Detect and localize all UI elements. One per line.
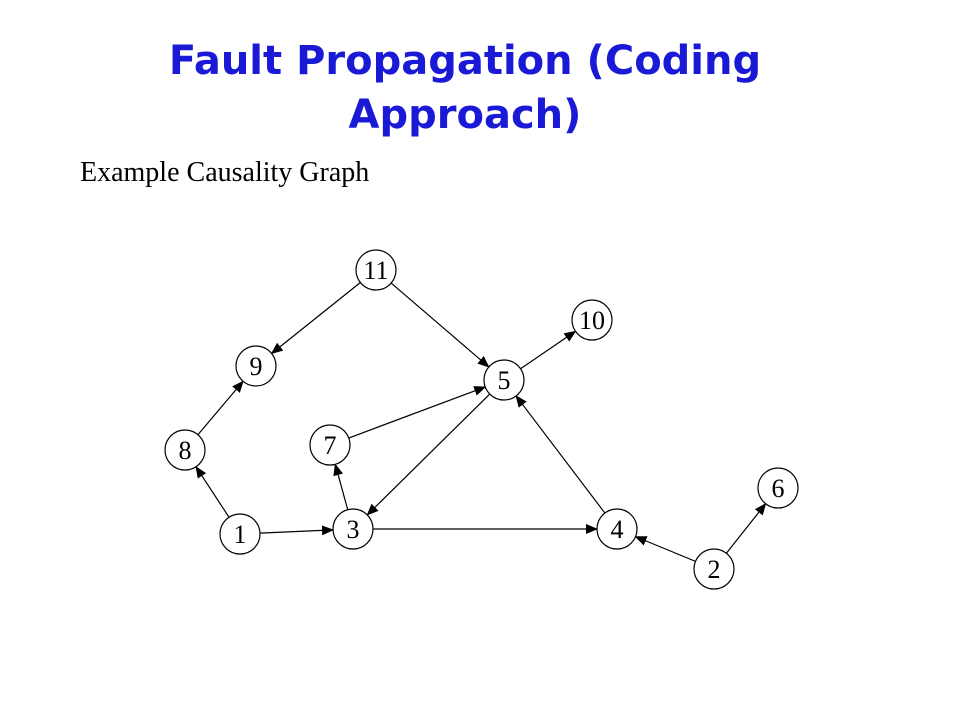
node-label: 3	[347, 515, 360, 544]
node-label: 7	[324, 431, 337, 460]
node-9: 9	[235, 345, 277, 387]
node-circle	[571, 299, 613, 341]
node-circle	[219, 513, 261, 555]
node-circle	[332, 508, 374, 550]
node-label: 10	[579, 306, 605, 335]
node-circle	[757, 467, 799, 509]
node-label: 1	[234, 520, 247, 549]
node-5: 5	[483, 359, 525, 401]
node-label: 4	[611, 515, 624, 544]
edge-1-to-3	[259, 525, 335, 536]
edge-5-to-10	[520, 330, 577, 370]
node-10: 10	[571, 299, 613, 341]
node-label: 2	[708, 555, 721, 584]
node-3: 3	[332, 508, 374, 550]
node-label: 8	[179, 436, 192, 465]
edge-5-to-3	[366, 393, 491, 516]
node-label: 11	[363, 256, 388, 285]
node-circle	[483, 359, 525, 401]
edge-2-to-6	[725, 502, 767, 554]
node-2: 2	[693, 548, 735, 590]
slide-title: Fault Propagation (Coding Approach)	[168, 38, 762, 138]
node-label: 9	[250, 352, 263, 381]
diagram-subtitle: Example Causality Graph	[80, 157, 370, 188]
node-circle	[693, 548, 735, 590]
edge-11-to-9	[270, 282, 361, 355]
node-11: 11	[355, 249, 397, 291]
node-label: 6	[772, 474, 785, 503]
node-8: 8	[164, 429, 206, 471]
edge-7-to-5	[348, 386, 487, 439]
node-4: 4	[596, 508, 638, 550]
node-circle	[164, 429, 206, 471]
edge-1-to-8	[195, 465, 230, 518]
node-circle	[309, 424, 351, 466]
edge-11-to-5	[390, 282, 490, 368]
edge-3-to-7	[333, 463, 349, 510]
node-circle	[596, 508, 638, 550]
node-circle	[355, 249, 397, 291]
edge-2-to-4	[634, 536, 696, 562]
edge-8-to-9	[197, 380, 244, 436]
node-circle	[235, 345, 277, 387]
node-7: 7	[309, 424, 351, 466]
node-1: 1	[219, 513, 261, 555]
edge-4-to-5	[515, 395, 606, 514]
graph-nodes: 1 2 3 4 5 6 7 8 9 10 11	[164, 249, 799, 590]
node-6: 6	[757, 467, 799, 509]
node-label: 5	[498, 366, 511, 395]
graph-edges	[195, 282, 767, 562]
